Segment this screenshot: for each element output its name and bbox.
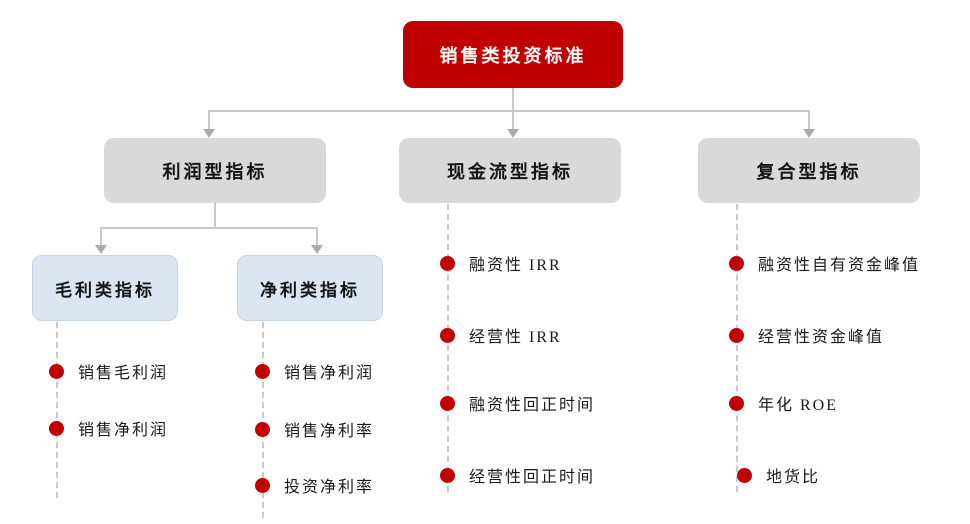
list-item-label: 销售净利率 [284, 423, 375, 440]
dashed-spine [56, 322, 58, 498]
dashed-spine [736, 204, 738, 492]
list-item: 投资净利率 [255, 474, 374, 496]
bullet-icon [729, 255, 744, 271]
arrow-down-icon [311, 245, 323, 254]
dashed-spine [262, 322, 264, 518]
connector-line [100, 227, 102, 245]
arrow-down-icon [203, 129, 215, 138]
node-gross-profit-indicators: 毛利类指标 [32, 255, 178, 321]
list-item: 地货比 [737, 464, 820, 486]
list-item: 融资性 IRR [440, 252, 562, 274]
bullet-icon [440, 395, 455, 411]
list-item: 销售净利润 [255, 360, 374, 382]
connector-line [512, 88, 514, 111]
list-item: 销售毛利润 [49, 360, 168, 382]
list-item-label: 投资净利率 [284, 479, 375, 496]
list-item-label: 年化 ROE [758, 397, 839, 414]
list-item: 经营性回正时间 [440, 464, 595, 486]
bullet-icon [49, 363, 64, 379]
list-item-label: 销售毛利润 [78, 365, 169, 382]
arrow-down-icon [507, 129, 519, 138]
bullet-icon [737, 467, 752, 483]
arrow-down-icon [95, 245, 107, 254]
connector-line [316, 227, 318, 245]
list-item-label: 融资性自有资金峰值 [758, 257, 921, 274]
bullet-icon [255, 421, 270, 437]
node-composite-type-indicators: 复合型指标 [698, 138, 920, 203]
bullet-icon [729, 395, 744, 411]
connector-line [208, 110, 810, 112]
connector-line [214, 203, 216, 228]
list-item-label: 融资性 IRR [469, 257, 562, 274]
bullet-icon [49, 420, 64, 436]
list-item: 经营性 IRR [440, 324, 562, 346]
list-item-label: 融资性回正时间 [469, 397, 596, 414]
list-item-label: 销售净利润 [78, 422, 169, 439]
node-profit-type-indicators: 利润型指标 [104, 138, 326, 203]
dashed-spine [447, 204, 449, 492]
node-cashflow-type-indicators: 现金流型指标 [399, 138, 621, 203]
list-item-label: 经营性回正时间 [469, 469, 596, 486]
list-item-label: 经营性 IRR [469, 329, 562, 346]
bullet-icon [255, 477, 270, 493]
list-item-label: 经营性资金峰值 [758, 329, 885, 346]
arrow-down-icon [803, 129, 815, 138]
connector-line [100, 227, 318, 229]
bullet-icon [255, 363, 270, 379]
connector-line [512, 110, 514, 130]
list-item-label: 销售净利润 [284, 365, 375, 382]
list-item: 经营性资金峰值 [729, 324, 884, 346]
list-item: 融资性回正时间 [440, 392, 595, 414]
connector-line [808, 110, 810, 130]
bullet-icon [729, 327, 744, 343]
connector-line [208, 110, 210, 130]
list-item: 销售净利率 [255, 418, 374, 440]
node-net-profit-indicators: 净利类指标 [237, 255, 383, 321]
list-item-label: 地货比 [766, 469, 821, 486]
node-root-sales-investment-standard: 销售类投资标准 [403, 21, 623, 88]
bullet-icon [440, 327, 455, 343]
list-item: 年化 ROE [729, 392, 838, 414]
list-item: 融资性自有资金峰值 [729, 252, 920, 274]
list-item: 销售净利润 [49, 417, 168, 439]
bullet-icon [440, 467, 455, 483]
bullet-icon [440, 255, 455, 271]
